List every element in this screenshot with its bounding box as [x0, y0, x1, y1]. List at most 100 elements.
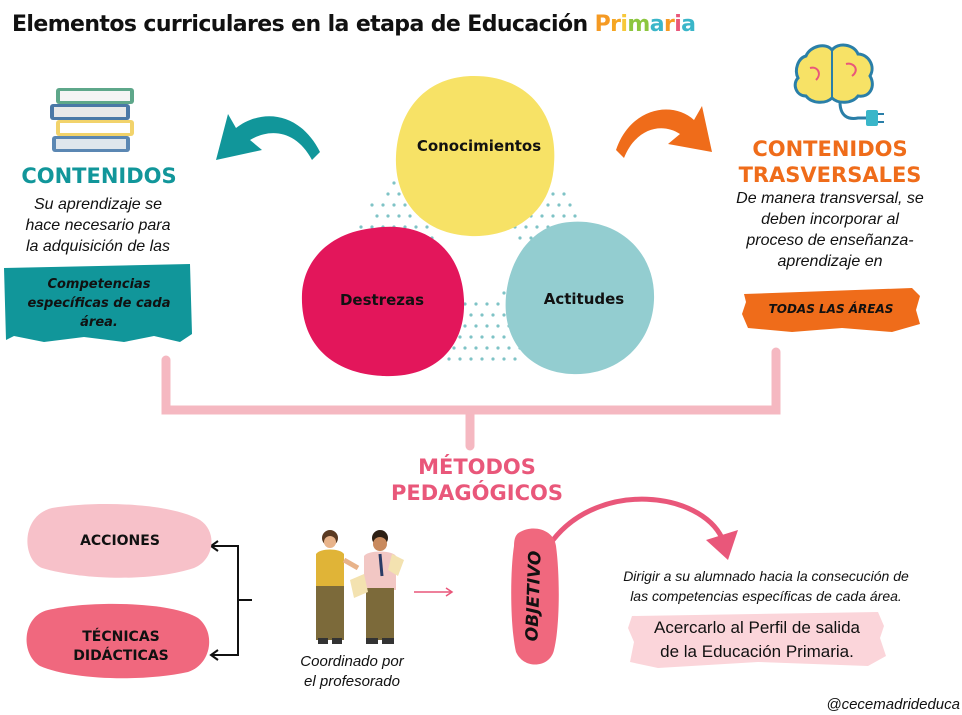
contenidos-brush-highlight: [4, 264, 192, 342]
pattern-dot: [381, 203, 385, 207]
pattern-dot: [386, 192, 390, 196]
circle-actitudes-shape: [505, 221, 655, 375]
contenidos-text: Su aprendizaje se hace necesario para la…: [0, 194, 196, 257]
pattern-dot: [480, 335, 484, 339]
acciones-blob: [27, 504, 212, 578]
page-title: Elementos curriculares en la etapa de Ed…: [12, 12, 696, 37]
pattern-dot: [496, 324, 500, 328]
contenidos-text-line: la adquisición de las: [25, 238, 171, 255]
title-highlight: Primaria: [595, 12, 696, 37]
small-pink-arrow: [414, 587, 454, 597]
transversales-highlight-text: TODAS LAS ÁREAS: [768, 302, 894, 316]
pattern-dot: [463, 346, 467, 350]
perfil-text-line: Acercarlo al Perfil de salida: [654, 618, 860, 637]
transversales-heading-line: TRASVERSALES: [738, 163, 922, 187]
title-highlight-letter: r: [610, 12, 621, 37]
objetivo-label: OBJETIVO: [522, 550, 546, 642]
orange-curved-arrow: [616, 106, 712, 158]
pattern-dot: [513, 357, 517, 361]
coordinado-text-line: el profesorado: [304, 673, 400, 690]
pattern-dot: [485, 346, 489, 350]
pattern-dot: [458, 335, 462, 339]
pattern-dot: [546, 203, 550, 207]
pattern-dot: [551, 192, 555, 196]
tecnicas-label-line: TÉCNICAS: [82, 629, 160, 645]
pattern-dot: [562, 192, 566, 196]
contenidos-highlight-line: Competencias: [47, 277, 151, 292]
circle-conocimientos-shape: [395, 76, 555, 237]
pattern-dot: [496, 346, 500, 350]
pattern-dot: [425, 225, 429, 229]
objetivo-text-line: Dirigir a su alumnado hacia la consecuci…: [623, 568, 909, 584]
pattern-dot: [480, 357, 484, 361]
transversales-heading-line: CONTENIDOS: [752, 137, 908, 161]
pattern-dot: [551, 214, 555, 218]
contenidos-text-line: hace necesario para: [25, 217, 171, 234]
transversales-text-line: De manera transversal, se: [736, 190, 924, 207]
competencias-circles: [301, 76, 655, 377]
objetivo-text: Dirigir a su alumnado hacia la consecuci…: [578, 566, 954, 606]
perfil-brush-highlight: [628, 612, 886, 668]
objetivo-text-line: las competencias específicas de cada áre…: [630, 588, 902, 604]
pattern-dot: [469, 335, 473, 339]
title-main: Elementos curriculares en la etapa de Ed…: [12, 12, 595, 37]
pattern-dot: [502, 291, 506, 295]
coordinado-text-line: Coordinado por: [300, 653, 404, 670]
contenidos-heading: CONTENIDOS: [21, 164, 177, 188]
transversales-text-line: proceso de enseñanza-: [746, 232, 914, 249]
books-icon: [50, 88, 134, 152]
title-highlight-letter: r: [663, 12, 675, 37]
pattern-dot: [502, 313, 506, 317]
transversales-heading: CONTENIDOS TRASVERSALES: [728, 136, 932, 188]
title-highlight-letter: i: [620, 12, 628, 37]
pattern-dot: [359, 225, 363, 229]
pattern-dot: [485, 324, 489, 328]
pattern-dot: [392, 203, 396, 207]
circle-label-conocimientos: Conocimientos: [416, 137, 542, 155]
pattern-dot: [463, 324, 467, 328]
pattern-dot: [397, 214, 401, 218]
perfil-text: Acercarlo al Perfil de salida de la Educ…: [628, 616, 886, 664]
pattern-dot: [491, 335, 495, 339]
pattern-dot: [474, 346, 478, 350]
contenidos-highlight-line: área.: [80, 315, 118, 330]
social-handle: @cecemadrideduca: [826, 696, 960, 713]
pattern-dot: [375, 214, 379, 218]
pattern-dot: [414, 225, 418, 229]
contenidos-highlight-line: específicas de cada: [27, 296, 171, 311]
pattern-dot: [370, 225, 374, 229]
pattern-dot: [562, 214, 566, 218]
pattern-dot: [518, 236, 522, 240]
pattern-dot: [386, 214, 390, 218]
objetivo-blob: [511, 528, 559, 665]
circle-label-actitudes: Actitudes: [543, 290, 625, 308]
pattern-dot: [535, 225, 539, 229]
pattern-dot: [474, 302, 478, 306]
pattern-dot: [447, 357, 451, 361]
pattern-dot: [370, 203, 374, 207]
transversales-brush-highlight: [742, 288, 920, 332]
teal-curved-arrow: [216, 114, 320, 160]
pattern-dot: [485, 302, 489, 306]
metodos-blobs: [26, 504, 212, 679]
title-highlight-letter: a: [681, 12, 696, 37]
pattern-dot: [502, 357, 506, 361]
brain-icon: [793, 43, 884, 126]
acciones-label: ACCIONES: [80, 533, 160, 549]
tecnicas-blob: [26, 603, 210, 679]
title-highlight-letter: a: [649, 12, 665, 37]
transversales-text-line: aprendizaje en: [777, 253, 883, 270]
pattern-dot: [480, 313, 484, 317]
transversales-text: De manera transversal, se deben incorpor…: [712, 188, 948, 272]
pattern-dot: [403, 203, 407, 207]
title-highlight-letter: P: [594, 12, 611, 37]
circle-label-destrezas: Destrezas: [339, 291, 425, 309]
coordinado-text: Coordinado por el profesorado: [292, 652, 412, 692]
pattern-dot: [408, 214, 412, 218]
pattern-dot: [452, 346, 456, 350]
perfil-text-line: de la Educación Primaria.: [660, 642, 854, 661]
tecnicas-label: TÉCNICAS DIDÁCTICAS: [36, 628, 206, 666]
contenidos-text-line: Su aprendizaje se: [33, 196, 163, 213]
pattern-dot: [573, 214, 577, 218]
metodos-heading: MÉTODOS PEDAGÓGICOS: [384, 454, 570, 506]
